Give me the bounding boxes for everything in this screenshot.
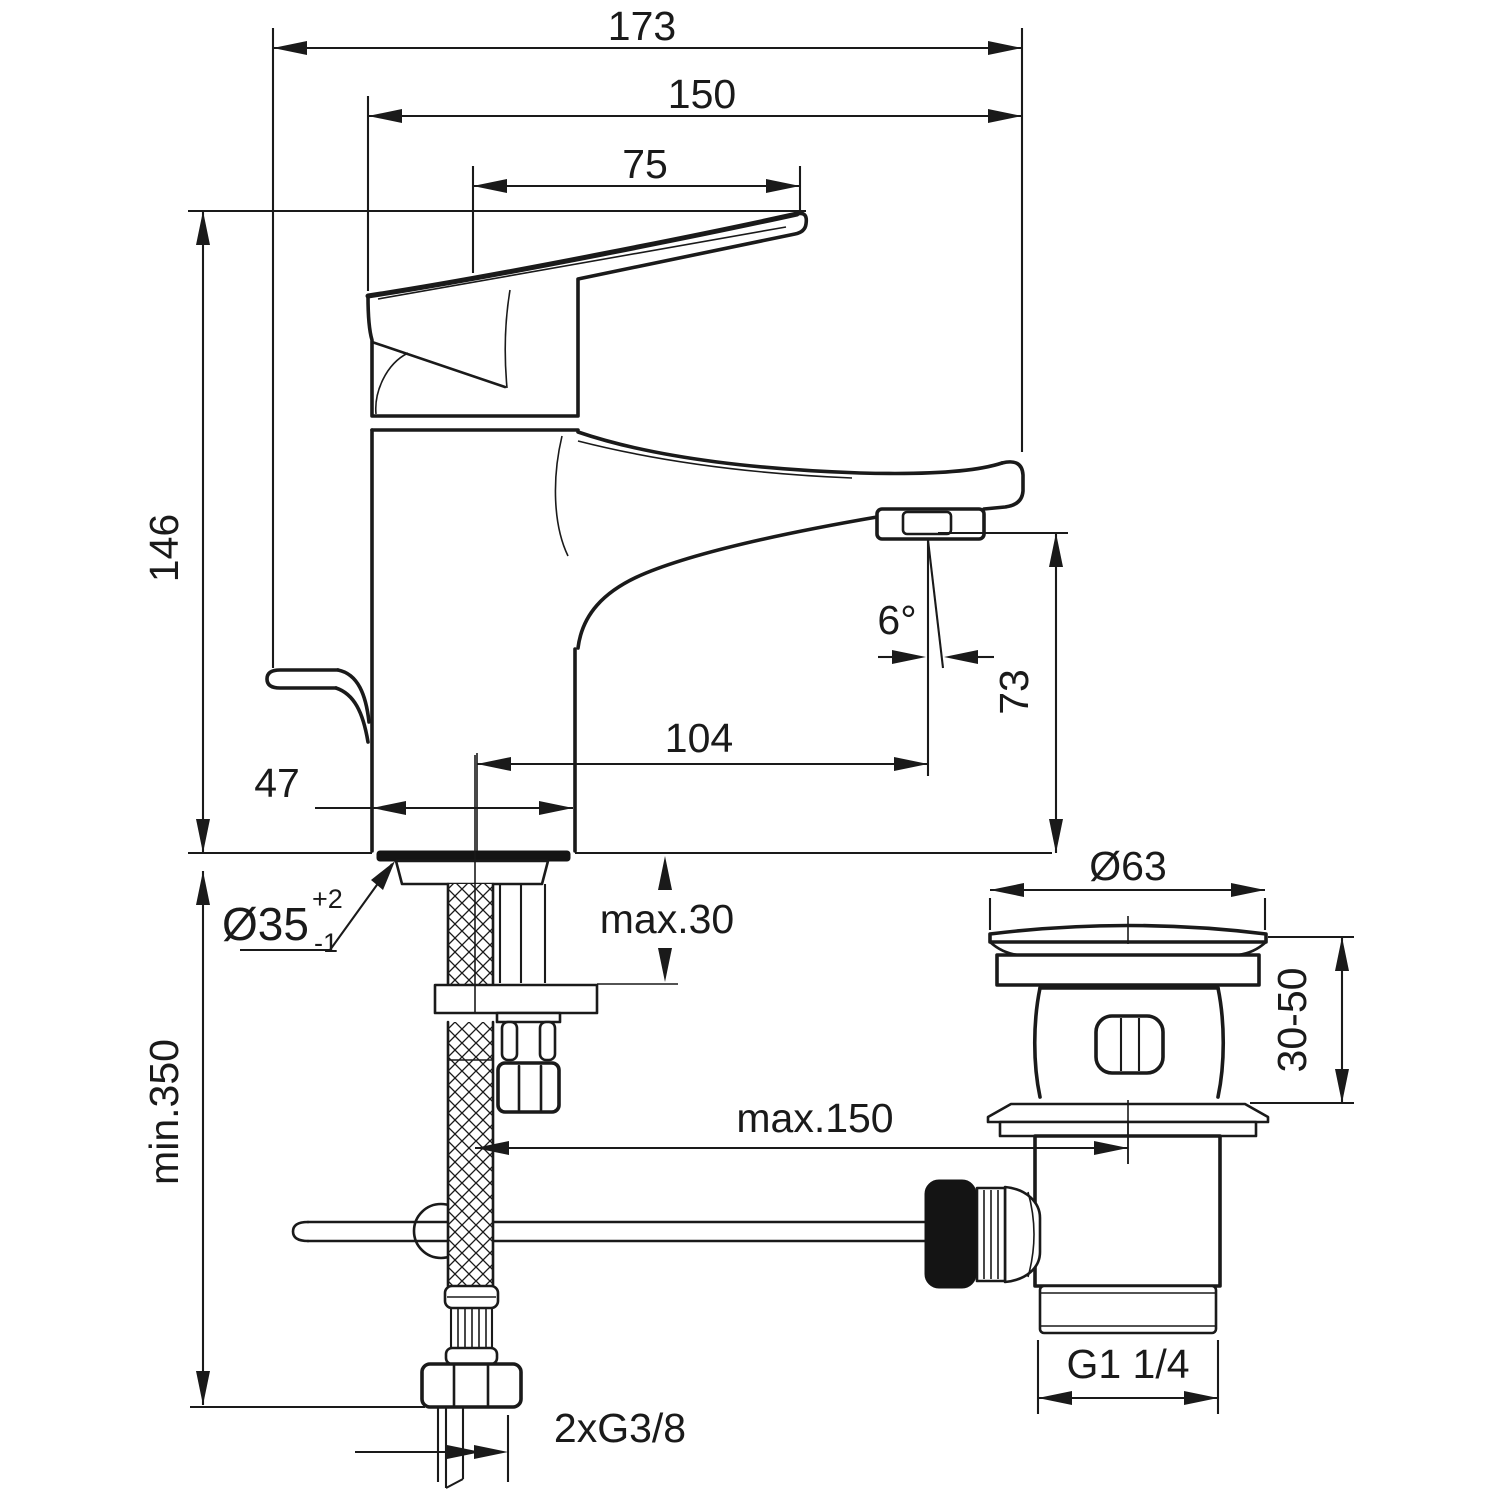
under-deck-assembly (291, 859, 927, 1489)
waste-slot-window (1094, 1014, 1165, 1075)
braided-hose (446, 882, 495, 1288)
lever-inner-line (377, 226, 787, 300)
waste-thread (1038, 1284, 1218, 1335)
drain-assembly (924, 923, 1270, 1335)
rod-side-port (924, 1179, 1042, 1289)
popup-knob-bend-bottom (334, 686, 370, 744)
label-waste-thread: G1 1/4 (1066, 1341, 1189, 1387)
mounting-nut (496, 1061, 561, 1114)
popup-knob-bend-top (336, 668, 371, 724)
dimension-labels: 173 150 75 146 min.350 47 104 Ø35 +2 -1 … (141, 3, 1315, 1451)
label-hole-diameter: Ø35 (222, 898, 309, 950)
rod-port-seal (924, 1179, 977, 1289)
label-deck-thickness: max.30 (600, 896, 734, 942)
waste-cap-skirt (995, 953, 1261, 987)
handle-indicator-mark (446, 279, 463, 286)
label-hose-min-length: min.350 (141, 1039, 187, 1185)
dimension-lines (188, 28, 1354, 1482)
label-drain-rod-reach: max.150 (736, 1095, 893, 1141)
label-supply-thread: 2xG3/8 (554, 1405, 686, 1451)
aerator-inner (901, 510, 953, 536)
popup-knob (265, 668, 340, 690)
popup-rod (291, 1220, 927, 1243)
label-hole-tol-minus: -1 (314, 928, 338, 958)
spout-underside (576, 515, 879, 650)
mounting-plate (433, 983, 599, 1015)
spout-tip (982, 460, 1025, 511)
dimension-arrowheads (196, 41, 1349, 1459)
label-clamping-range: 30-50 (1269, 968, 1315, 1073)
hose-end-fitting (420, 1284, 523, 1489)
spout-top-accent (577, 440, 853, 479)
label-base-width: 47 (254, 760, 300, 806)
hose-tail-tube (444, 1407, 465, 1489)
lever-wedge-line (370, 340, 507, 389)
waste-upper-body (1032, 986, 1226, 1099)
label-spout-reach: 104 (665, 715, 733, 761)
label-outlet-height: 73 (991, 669, 1037, 715)
label-body-height: 146 (141, 514, 187, 582)
label-spout-angle: 6° (877, 597, 916, 643)
label-spout-width: 150 (668, 71, 736, 117)
neck-front-edge (504, 289, 511, 389)
spout-top-edge (576, 430, 1004, 476)
label-hole-tol-plus: +2 (312, 884, 343, 914)
lever-handle (366, 211, 809, 418)
label-total-width: 173 (608, 3, 676, 49)
mounting-bracket (495, 1011, 562, 1062)
label-waste-cap-diameter: Ø63 (1089, 843, 1167, 889)
lever-top-edge (365, 211, 800, 299)
label-handle-length: 75 (622, 141, 668, 187)
base-gasket (376, 850, 571, 862)
spout-blend-accent (554, 435, 569, 557)
faucet-outline (265, 211, 1025, 862)
hose-hex-nut (420, 1362, 523, 1409)
waste-cap-flare-left (988, 940, 1020, 957)
shank-flange (394, 859, 550, 886)
riser-tube-lines (498, 884, 547, 983)
waste-cap-flare-right (1236, 940, 1268, 957)
cartridge-dome-arc (375, 352, 409, 415)
